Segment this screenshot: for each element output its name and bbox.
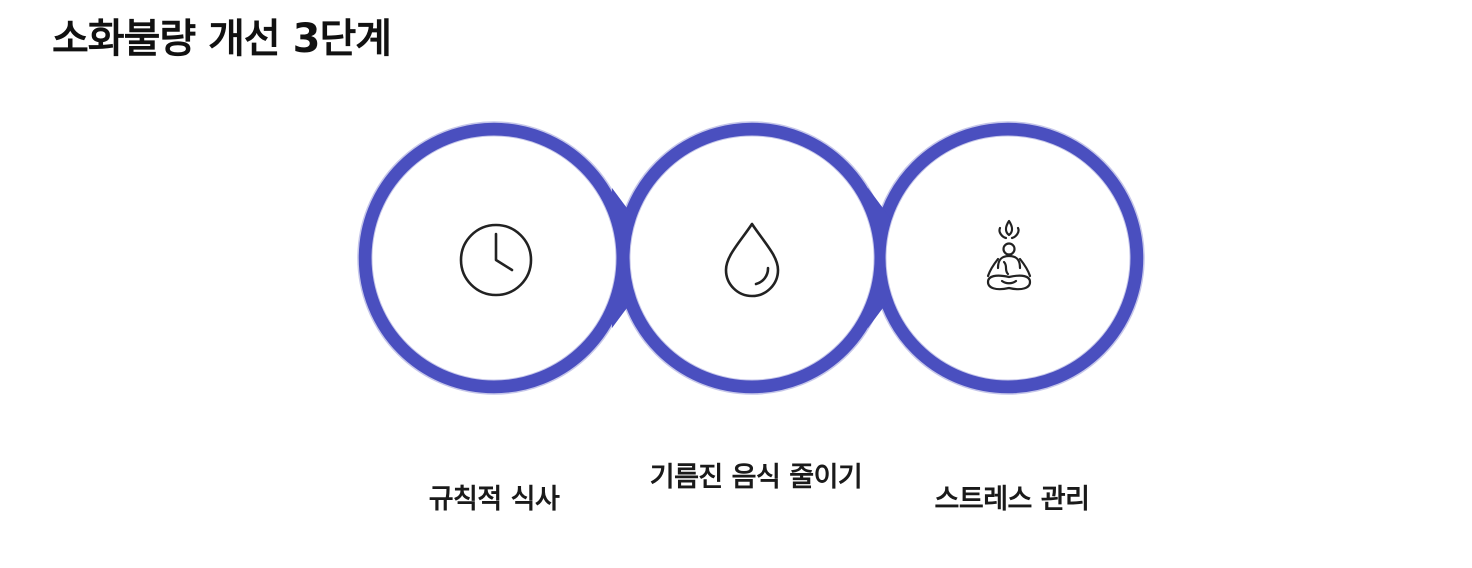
step-inner-3 — [885, 135, 1131, 381]
step-diagram — [357, 121, 1145, 395]
step-label-1: 규칙적 식사 — [428, 484, 560, 515]
step-label-2: 기름진 음식 줄이기 — [649, 462, 863, 493]
page-title: 소화불량 개선 3단계 — [52, 16, 392, 62]
step-inner-1 — [371, 135, 617, 381]
clock-icon — [459, 223, 533, 297]
meditation-icon — [986, 219, 1032, 291]
water-drop-icon — [724, 222, 780, 298]
step-inner-2 — [629, 135, 875, 381]
step-label-3: 스트레스 관리 — [934, 484, 1090, 515]
